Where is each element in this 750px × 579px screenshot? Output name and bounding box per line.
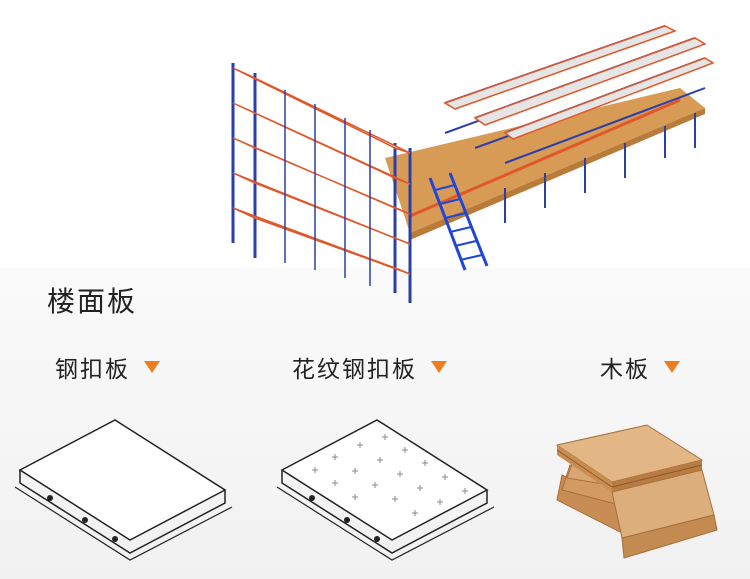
plywood-board-stack-icon [555,424,718,559]
patterned-steel-deck-panel-icon [276,419,495,561]
steel-deck-panel-icon [14,419,233,561]
product-label-patterned-steel-deck: 花纹钢扣板 [292,350,447,384]
triangle-down-icon [431,361,447,373]
triangle-down-icon [664,361,680,373]
product-label-steel-deck: 钢扣板 [55,350,160,384]
triangle-down-icon [144,361,160,373]
section-title: 楼面板 [47,285,138,318]
mezzanine-rack-illustration [231,25,715,303]
product-label-plywood: 木板 [600,350,680,384]
product-label-text: 木板 [600,357,650,383]
product-label-text: 花纹钢扣板 [292,357,417,383]
product-label-text: 钢扣板 [55,357,130,383]
